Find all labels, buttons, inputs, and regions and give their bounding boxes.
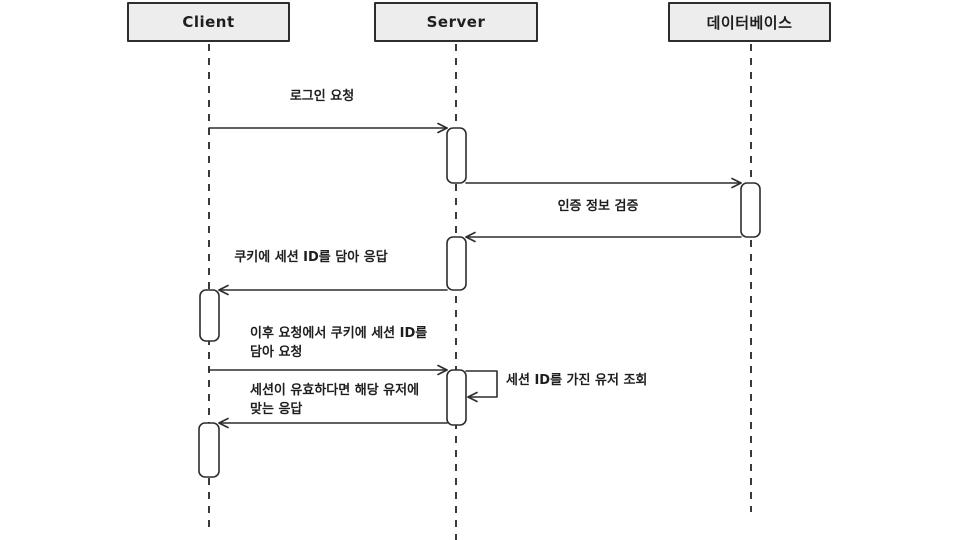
arrow-login-request xyxy=(208,122,448,134)
activation-server-1 xyxy=(446,127,467,184)
actor-server: Server xyxy=(374,2,538,42)
arrow-valid-response xyxy=(218,417,448,429)
activation-client-1 xyxy=(199,289,220,342)
activation-client-2 xyxy=(198,422,220,478)
actor-client: Client xyxy=(127,2,290,42)
message-label-login-request: 로그인 요청 xyxy=(289,89,355,104)
activation-database-1 xyxy=(740,182,761,238)
message-label-valid-response: 세션이 유효하다면 해당 유저에 맞는 응답 xyxy=(250,383,420,417)
activation-server-2 xyxy=(446,236,467,291)
arrow-verify-return xyxy=(465,231,742,243)
message-label-cookie-response: 쿠키에 세션 ID를 담아 응답 xyxy=(234,250,388,265)
arrow-user-lookup-self xyxy=(465,370,498,403)
arrow-verify-credentials xyxy=(465,177,742,189)
message-label-verify-credentials: 인증 정보 검증 xyxy=(557,199,639,214)
message-label-session-request: 이후 요청에서 쿠키에 세션 ID를 담아 요청 xyxy=(250,326,428,360)
actor-database: 데이터베이스 xyxy=(668,2,831,42)
activation-server-3 xyxy=(446,369,467,426)
arrow-session-request xyxy=(208,364,448,376)
message-label-user-lookup: 세션 ID를 가진 유저 조회 xyxy=(506,373,648,388)
arrow-cookie-response xyxy=(218,284,448,296)
